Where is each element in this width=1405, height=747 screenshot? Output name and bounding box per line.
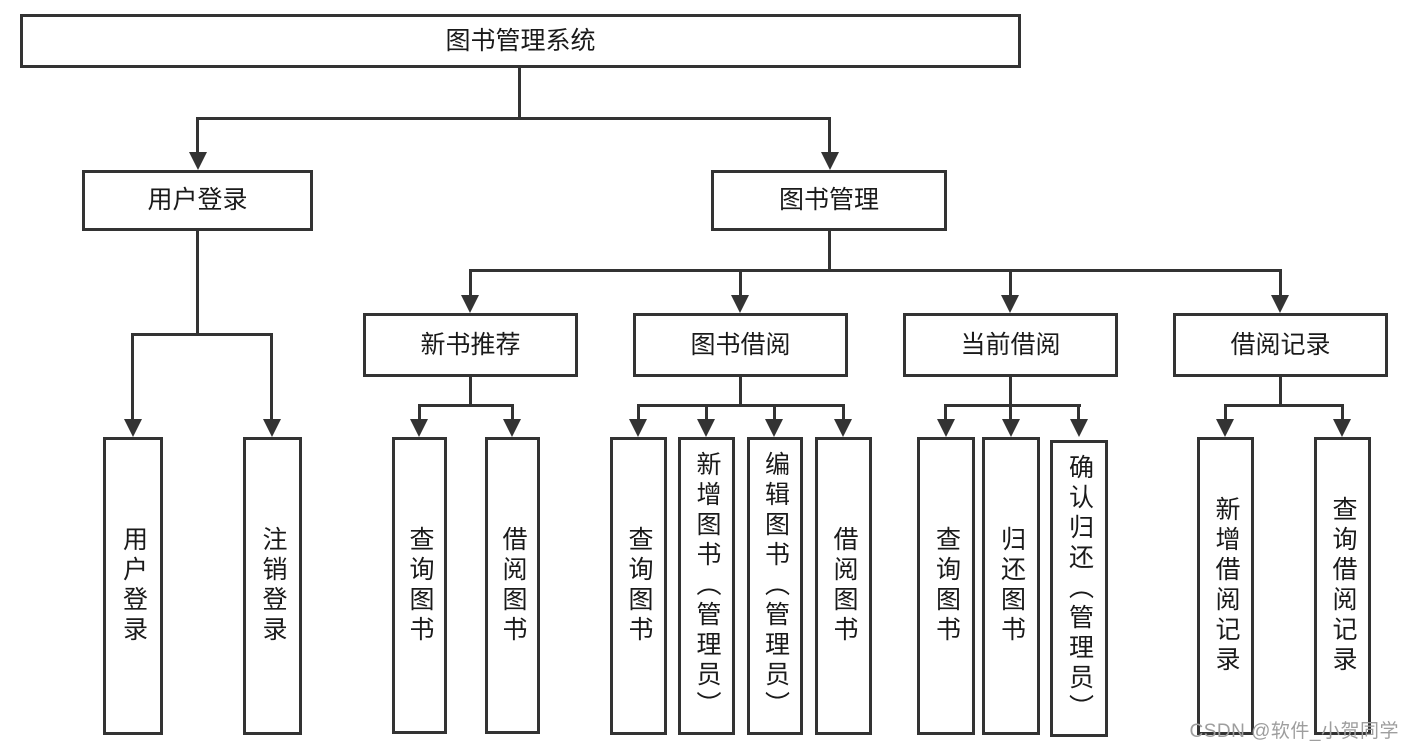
csdn-watermark: CSDN @软件_小贺同学 — [1189, 721, 1399, 742]
leaf-user-login: 用户登录 — [103, 437, 163, 735]
connector-book-borrow-stem — [739, 377, 742, 406]
leaf-add-borrow-record: 新增借阅记录 — [1197, 437, 1254, 735]
connector-to-leaf — [773, 404, 776, 421]
leaf-query-books-3-label: 查询图书 — [932, 526, 961, 646]
leaf-add-books-admin-label: 新增图书（管理员） — [693, 451, 721, 721]
arrow-down-icon — [834, 419, 852, 437]
connector-to-leaf — [1077, 404, 1080, 421]
leaf-borrow-books-1: 借阅图书 — [485, 437, 540, 734]
arrow-down-icon — [461, 295, 479, 313]
connector-to-leaf — [944, 404, 947, 421]
connector-to-leaf-logout — [270, 333, 273, 421]
node-new-book-recommend: 新书推荐 — [363, 313, 578, 377]
connector-to-leaf — [1224, 404, 1227, 421]
arrow-down-icon — [410, 419, 428, 437]
node-new-book-recommend-label: 新书推荐 — [420, 330, 521, 359]
node-borrow-records-label: 借阅记录 — [1230, 330, 1331, 359]
arrow-down-icon — [937, 419, 955, 437]
connector-to-user-login — [196, 117, 199, 153]
leaf-user-login-label: 用户登录 — [119, 526, 148, 646]
node-root: 图书管理系统 — [20, 14, 1021, 68]
connector-new-book-branch — [418, 404, 514, 407]
leaf-edit-books-admin: 编辑图书（管理员） — [747, 437, 803, 735]
leaf-add-books-admin: 新增图书（管理员） — [678, 437, 735, 735]
arrow-down-icon — [697, 419, 715, 437]
leaf-add-borrow-record-label: 新增借阅记录 — [1212, 496, 1240, 676]
connector-to-leaf — [705, 404, 708, 421]
connector-to-book-management — [828, 117, 831, 153]
connector-root-branch — [196, 117, 831, 120]
arrow-down-icon — [1002, 419, 1020, 437]
arrow-down-icon — [731, 295, 749, 313]
leaf-confirm-return-admin: 确认归还（管理员） — [1050, 440, 1108, 737]
arrow-down-icon — [124, 419, 142, 437]
arrow-down-icon — [765, 419, 783, 437]
connector-to-borrow-records — [1279, 269, 1282, 297]
leaf-borrow-books-1-label: 借阅图书 — [499, 525, 527, 646]
leaf-logout-label: 注销登录 — [259, 526, 287, 646]
arrow-down-icon — [629, 419, 647, 437]
connector-to-book-borrow — [739, 269, 742, 297]
connector-to-leaf — [637, 404, 640, 421]
leaf-query-books-3: 查询图书 — [917, 437, 975, 735]
node-book-borrow: 图书借阅 — [633, 313, 848, 377]
node-book-management: 图书管理 — [711, 170, 947, 231]
connector-to-leaf — [1341, 404, 1344, 421]
arrow-down-icon — [1216, 419, 1234, 437]
connector-to-leaf-user-login — [131, 333, 134, 421]
leaf-edit-books-admin-label: 编辑图书（管理员） — [761, 451, 790, 721]
node-borrow-records: 借阅记录 — [1173, 313, 1388, 377]
leaf-borrow-books-2-label: 借阅图书 — [830, 526, 858, 646]
connector-current-borrow-branch — [945, 404, 1081, 407]
connector-to-leaf — [842, 404, 845, 421]
connector-borrow-records-stem — [1279, 377, 1282, 406]
node-book-borrow-label: 图书借阅 — [690, 330, 791, 359]
arrow-down-icon — [1271, 295, 1289, 313]
leaf-query-books-1: 查询图书 — [392, 437, 447, 734]
node-root-label: 图书管理系统 — [445, 26, 596, 55]
leaf-query-borrow-record-label: 查询借阅记录 — [1329, 496, 1357, 676]
node-current-borrow: 当前借阅 — [903, 313, 1118, 377]
leaf-query-books-2: 查询图书 — [610, 437, 667, 735]
arrow-down-icon — [189, 152, 207, 170]
leaf-query-borrow-record: 查询借阅记录 — [1314, 437, 1371, 735]
leaf-confirm-return-admin-label: 确认归还（管理员） — [1065, 453, 1094, 724]
leaf-logout: 注销登录 — [243, 437, 302, 735]
connector-current-borrow-stem — [1009, 377, 1012, 406]
connector-to-current-borrow — [1009, 269, 1012, 297]
connector-user-login-branch — [131, 333, 273, 336]
connector-to-leaf — [418, 404, 421, 421]
connector-to-new-book-recommend — [469, 269, 472, 297]
arrow-down-icon — [1333, 419, 1351, 437]
leaf-return-books: 归还图书 — [982, 437, 1040, 735]
leaf-query-books-2-label: 查询图书 — [625, 526, 653, 646]
connector-book-management-branch — [469, 269, 1282, 272]
leaf-borrow-books-2: 借阅图书 — [815, 437, 872, 735]
connector-root-stem — [518, 68, 521, 119]
connector-user-login-stem — [196, 231, 199, 336]
leaf-return-books-label: 归还图书 — [997, 526, 1026, 646]
connector-borrow-records-branch — [1224, 404, 1344, 407]
connector-new-book-stem — [469, 377, 472, 406]
connector-book-borrow-branch — [637, 404, 845, 407]
leaf-query-books-1-label: 查询图书 — [406, 525, 434, 646]
node-user-login: 用户登录 — [82, 170, 313, 231]
arrow-down-icon — [1001, 295, 1019, 313]
connector-to-leaf — [1009, 404, 1012, 421]
node-user-login-label: 用户登录 — [147, 186, 248, 214]
arrow-down-icon — [1070, 419, 1088, 437]
connector-to-leaf — [511, 404, 514, 421]
node-current-borrow-label: 当前借阅 — [960, 330, 1061, 359]
arrow-down-icon — [821, 152, 839, 170]
arrow-down-icon — [503, 419, 521, 437]
node-book-management-label: 图书管理 — [778, 186, 879, 214]
connector-book-management-stem — [828, 231, 831, 272]
arrow-down-icon — [263, 419, 281, 437]
